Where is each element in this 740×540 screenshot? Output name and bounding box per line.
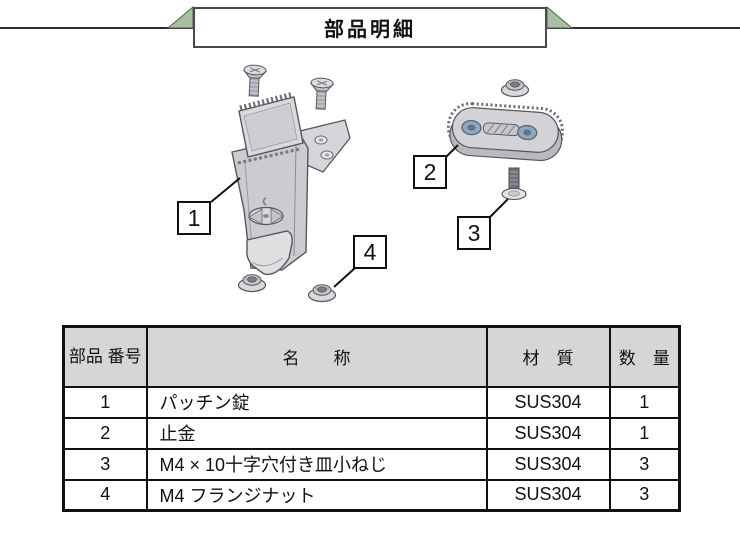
- flange-nut-icon: [500, 79, 530, 98]
- cell-part-name: 止金: [145, 416, 488, 450]
- callout-3: 3: [457, 216, 491, 250]
- leader-lines: [210, 144, 509, 288]
- cell-material: SUS304: [485, 478, 611, 512]
- table-row: 3 M4 × 10十字穴付き皿小ねじ SUS304 3: [62, 447, 681, 481]
- table-row: 1 パッチン錠 SUS304 1: [62, 385, 681, 419]
- cell-part-name: パッチン錠: [145, 385, 488, 419]
- countersunk-screw-icon: [501, 167, 527, 201]
- cell-part-number: 3: [62, 447, 148, 481]
- cell-part-name: M4 × 10十字穴付き皿小ねじ: [145, 447, 488, 481]
- horizontal-rule: [0, 27, 740, 29]
- countersunk-screw-icon: [242, 64, 268, 97]
- cell-part-name: M4 フランジナット: [145, 478, 488, 512]
- flange-nut-icon: [307, 284, 337, 303]
- cell-material: SUS304: [485, 416, 611, 450]
- col-header-part-number: 部品 番号: [62, 325, 148, 388]
- cell-part-number: 1: [62, 385, 148, 419]
- cell-part-number: 4: [62, 478, 148, 512]
- col-header-name: 名 称: [145, 325, 488, 388]
- cell-quantity: 3: [608, 447, 681, 481]
- cell-quantity: 1: [608, 416, 681, 450]
- catch-plate-body: [446, 102, 564, 162]
- latch-drawing: [231, 64, 351, 303]
- table-row: 4 M4 フランジナット SUS304 3: [62, 478, 681, 512]
- ribbon-triangle-left: [166, 5, 194, 29]
- col-header-quantity: 数 量: [608, 325, 681, 388]
- callout-1: 1: [177, 201, 211, 235]
- ribbon-triangle-right: [546, 5, 574, 29]
- parts-table: 部品 番号 名 称 材 質 数 量 1 パッチン錠 SUS304 1 2 止金 …: [62, 325, 681, 512]
- catch-plate-drawing: [446, 79, 564, 201]
- flange-nut-icon: [237, 274, 267, 293]
- cell-material: SUS304: [485, 447, 611, 481]
- cell-part-number: 2: [62, 416, 148, 450]
- callout-2: 2: [413, 155, 447, 189]
- countersunk-screw-icon: [309, 77, 335, 110]
- col-header-material: 材 質: [485, 325, 611, 388]
- cell-material: SUS304: [485, 385, 611, 419]
- table-row: 2 止金 SUS304 1: [62, 416, 681, 450]
- parts-table-header: 部品 番号 名 称 材 質 数 量: [62, 325, 681, 388]
- page-title: 部品明細: [193, 7, 547, 48]
- cell-quantity: 3: [608, 478, 681, 512]
- cell-quantity: 1: [608, 385, 681, 419]
- callout-4: 4: [353, 235, 387, 269]
- latch-body: [231, 91, 351, 276]
